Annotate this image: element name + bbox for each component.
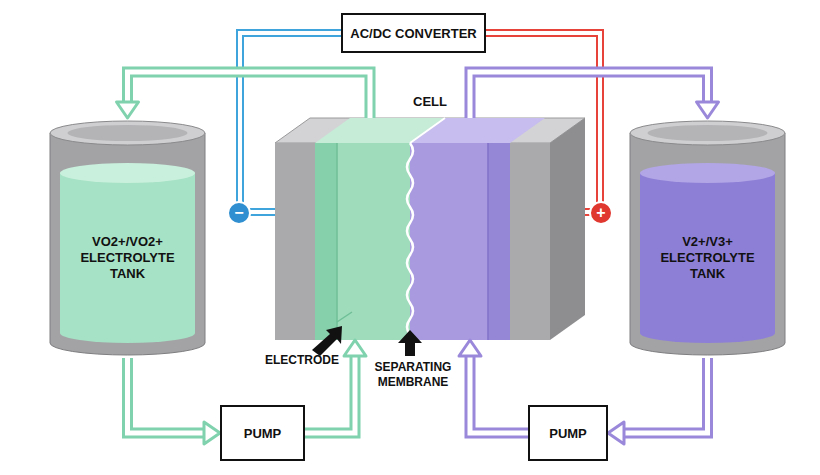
plus-terminal: +: [589, 201, 613, 225]
cell-top: [275, 118, 585, 143]
electrode-plate: [488, 143, 510, 340]
cell-heading: CELL: [275, 94, 589, 109]
cell-block: CELL: [275, 118, 585, 340]
separating-membrane: [407, 143, 413, 340]
minus-terminal: −: [227, 201, 251, 225]
electrolyte-pipe: [470, 72, 719, 118]
membrane-pointer: [398, 330, 422, 356]
green-electrolyte: [315, 143, 410, 340]
electrolyte-tank: V2+/V3+ ELECTROLYTE TANK: [625, 118, 790, 358]
electrolyte-pipe: [608, 358, 708, 444]
electrode-edge: [487, 143, 489, 340]
pump-box: PUMP: [528, 405, 608, 461]
power-wire: [486, 33, 600, 212]
electrode-pointer: [312, 326, 342, 356]
electrolyte-pipe: [128, 358, 221, 444]
electrolyte-pipe: [459, 340, 528, 433]
power-wire: [240, 33, 341, 212]
electrolyte-tank: VO2+/VO2+ ELECTROLYTE TANK: [45, 118, 210, 358]
electrode-plate: [315, 143, 337, 340]
tank-label: VO2+/VO2+ ELECTROLYTE TANK: [73, 234, 183, 282]
pump-box: PUMP: [220, 405, 305, 461]
cell-front: [275, 143, 550, 340]
box-label: PUMP: [549, 426, 587, 441]
electrolyte-pipe: [117, 72, 371, 118]
part-label: SEPARATING MEMBRANE: [367, 360, 459, 390]
box-label: PUMP: [244, 426, 282, 441]
purple-electrolyte: [410, 143, 510, 340]
electrode-edge: [337, 312, 352, 322]
cell-side: [550, 118, 585, 340]
electrode-edge: [336, 143, 338, 340]
converter-box: AC/DC CONVERTER: [341, 13, 486, 53]
membrane-top: [410, 118, 445, 143]
box-label: AC/DC CONVERTER: [350, 26, 476, 41]
purple-top: [410, 118, 545, 143]
part-label: ELECTRODE: [262, 353, 342, 368]
tank-label: V2+/V3+ ELECTROLYTE TANK: [653, 234, 763, 282]
